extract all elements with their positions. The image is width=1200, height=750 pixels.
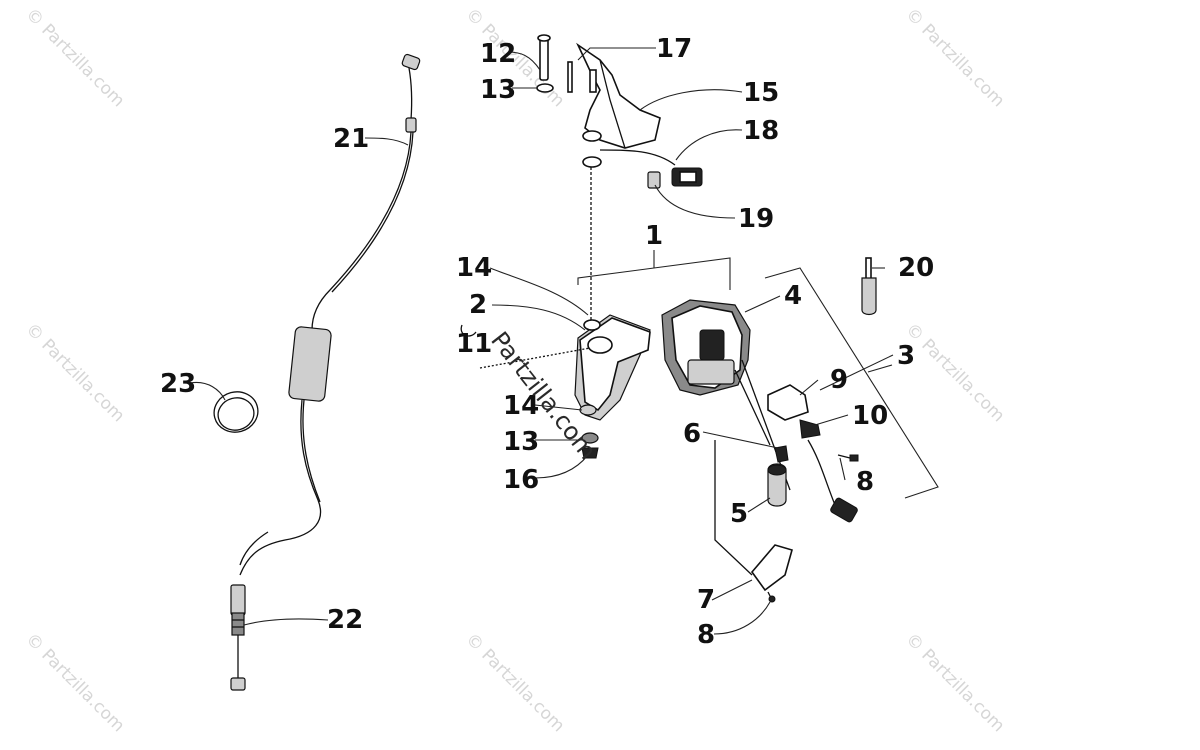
watermark-top-left: © Partzilla.com [21, 4, 128, 111]
watermark-mid-left: © Partzilla.com [21, 319, 128, 426]
callout-6: 6 [683, 419, 701, 449]
callout-10: 10 [852, 401, 888, 431]
callout-8-lower: 8 [697, 620, 715, 650]
pin [861, 257, 877, 316]
callout-16: 16 [503, 465, 539, 495]
watermark-top-right: © Partzilla.com [901, 4, 1008, 111]
callout-19: 19 [738, 204, 774, 234]
leader-lines [189, 47, 894, 635]
callout-8-upper: 8 [856, 467, 874, 497]
callout-2: 2 [469, 290, 487, 320]
callout-22: 22 [327, 605, 363, 635]
switch-housing [460, 314, 651, 459]
callout-11: 11 [456, 329, 492, 359]
callout-18: 18 [743, 116, 779, 146]
spark-plug [230, 531, 269, 691]
switch-cover [661, 299, 859, 523]
callout-4: 4 [784, 281, 802, 311]
brake-lever-assembly [536, 34, 703, 320]
callout-20: 20 [898, 253, 934, 283]
callout-21: 21 [333, 124, 369, 154]
callout-13-lower: 13 [503, 427, 539, 457]
callout-3: 3 [897, 341, 915, 371]
watermark-bottom-right: © Partzilla.com [901, 629, 1008, 736]
callout-1: 1 [645, 221, 663, 251]
mounting-bracket [714, 440, 793, 603]
watermark-bottom-left: © Partzilla.com [21, 629, 128, 736]
callout-15: 15 [743, 78, 779, 108]
callout-5: 5 [730, 499, 748, 529]
watermark-bottom-center: © Partzilla.com [461, 629, 568, 736]
throttle-cable [239, 53, 421, 576]
hose-clip [213, 391, 259, 433]
callout-23: 23 [160, 369, 196, 399]
callout-7: 7 [697, 585, 715, 615]
callout-14-lower: 14 [503, 391, 539, 421]
callout-labels: 1 2 3 4 5 6 7 8 8 9 10 11 12 13 13 14 14… [160, 34, 934, 650]
callout-17: 17 [656, 34, 692, 64]
callout-9: 9 [830, 365, 848, 395]
callout-14-upper: 14 [456, 253, 492, 283]
callout-12: 12 [480, 39, 516, 69]
group-brackets [577, 250, 939, 499]
callout-13-upper: 13 [480, 75, 516, 105]
watermark-mid-right: © Partzilla.com [901, 319, 1008, 426]
